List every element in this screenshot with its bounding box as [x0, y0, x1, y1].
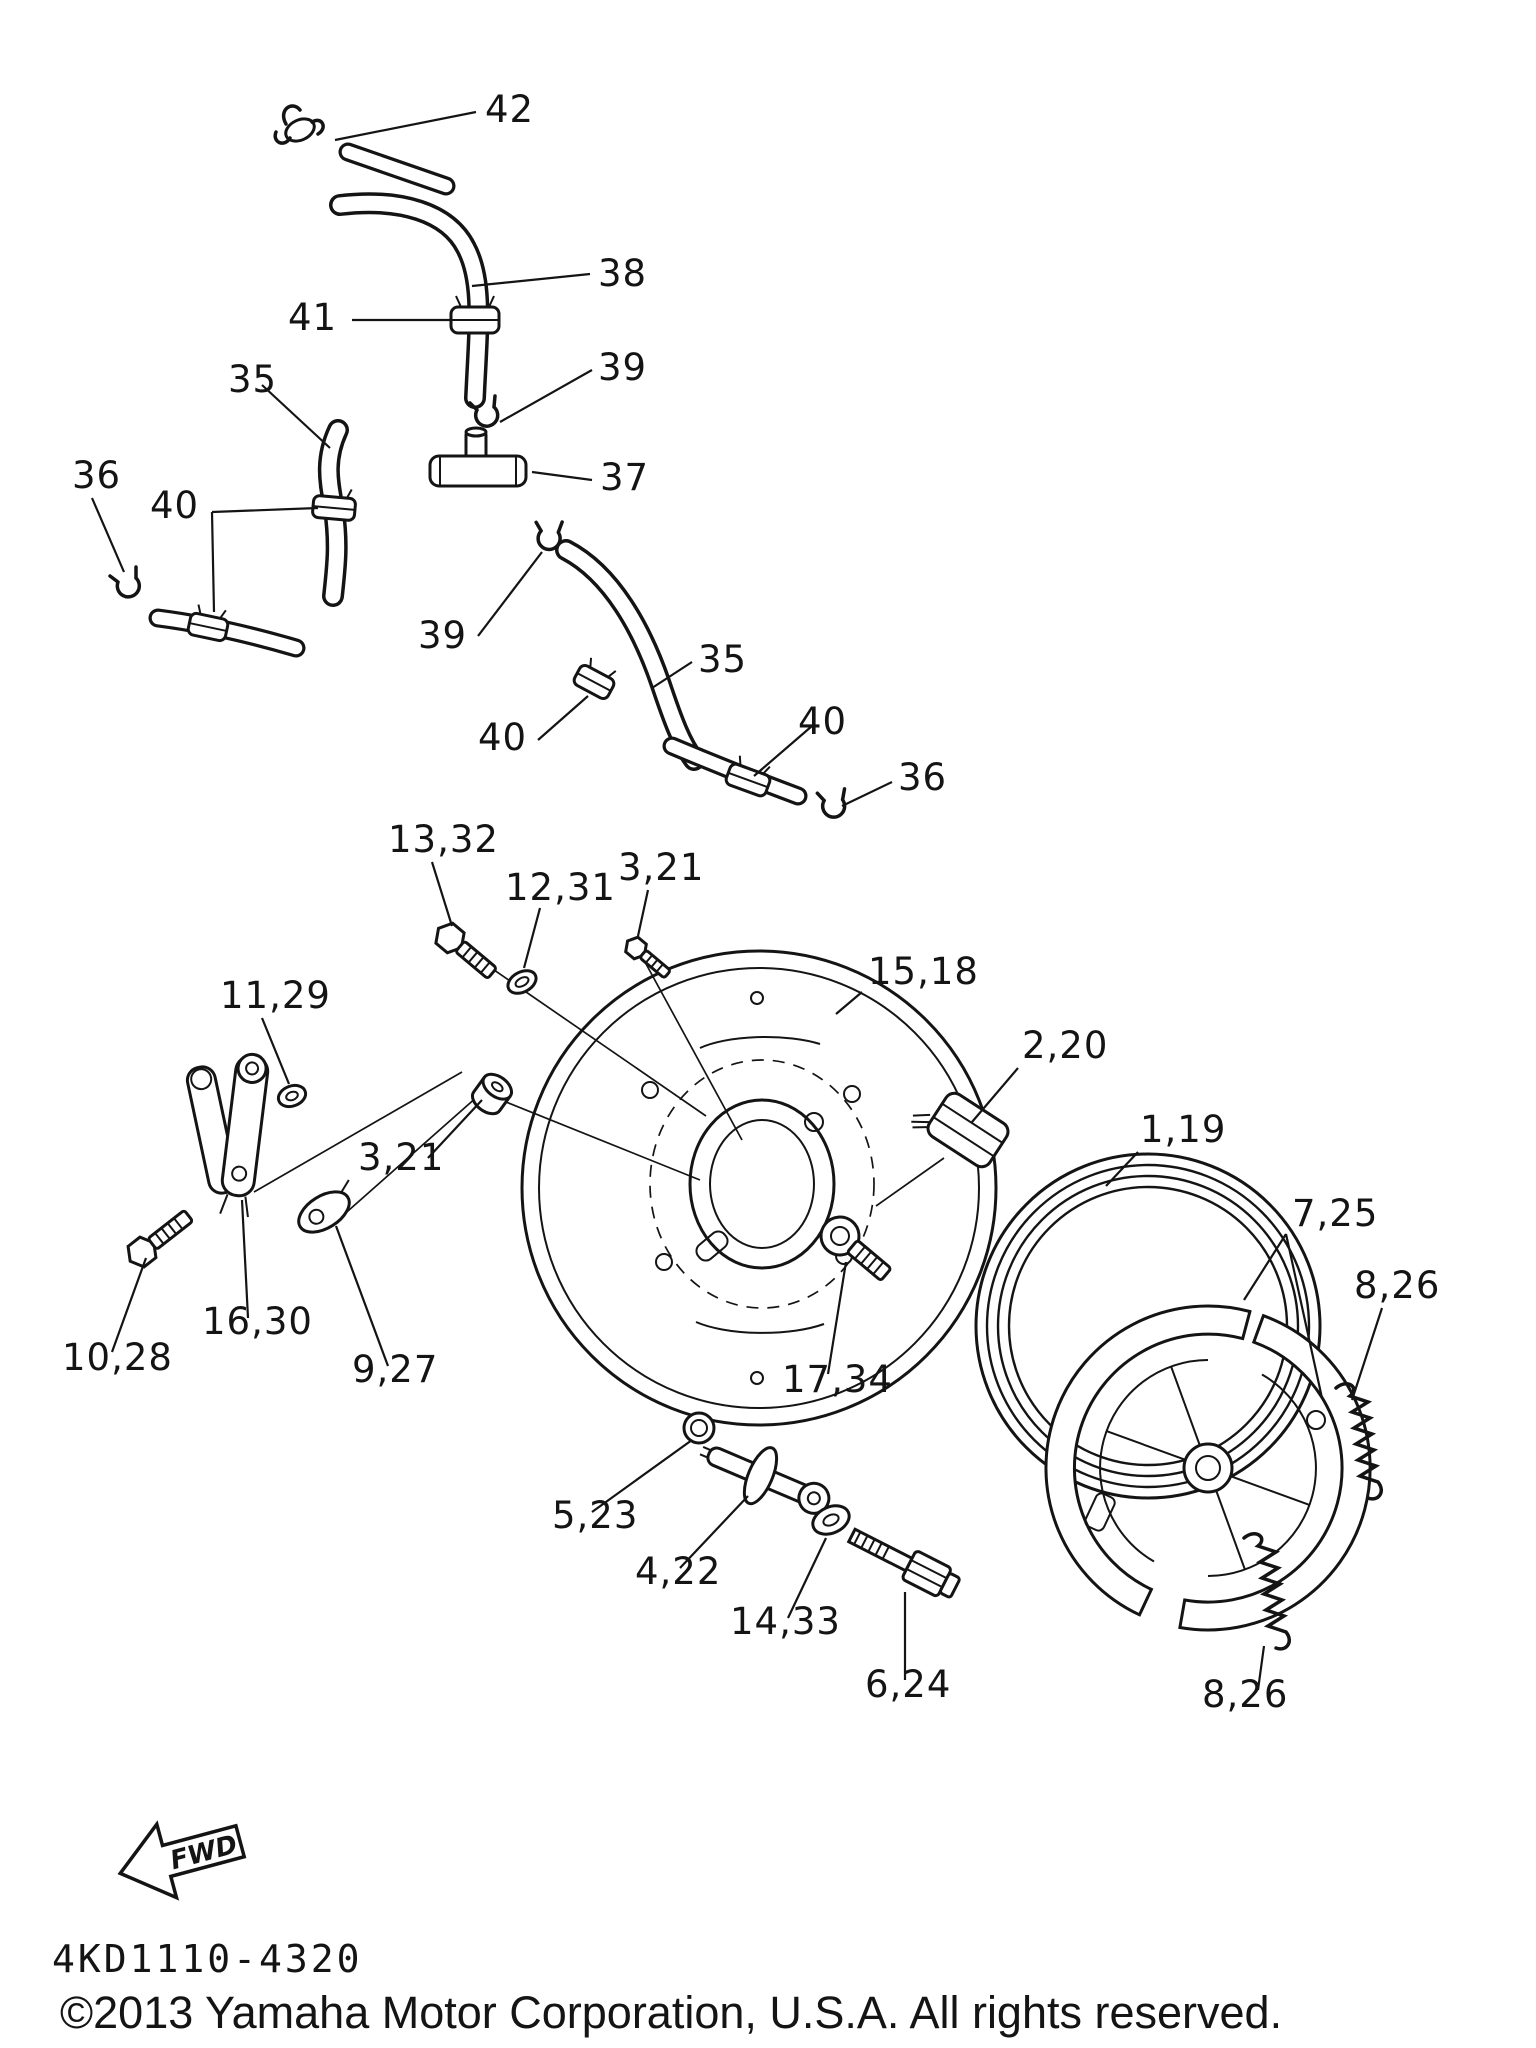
spring-8-26-lower: [1242, 1532, 1291, 1651]
part-label-42: 42: [485, 88, 534, 131]
o-ring-5-23: [682, 1411, 716, 1445]
adjuster-6-24: [846, 1527, 961, 1599]
part-label-1-19: 1,19: [1140, 1108, 1226, 1151]
part-label-36: 36: [72, 454, 121, 497]
cam-lever-16-30: [185, 1052, 270, 1218]
part-label-3-21: 3,21: [618, 846, 704, 889]
pipe-left: [148, 608, 306, 658]
hose-clamp-40-b: [186, 604, 230, 643]
part-label-9-27: 9,27: [352, 1348, 438, 1391]
part-label-13-32: 13,32: [388, 818, 499, 861]
part-label-40: 40: [798, 700, 847, 743]
part-label-35: 35: [698, 638, 747, 681]
part-label-40: 40: [478, 716, 527, 759]
bolt-10-28: [126, 1209, 194, 1269]
part-label-4-22: 4,22: [635, 1550, 721, 1593]
bolt-13-32: [434, 921, 497, 979]
part-label-3-21: 3,21: [358, 1136, 444, 1179]
hose-clamp-41: [449, 295, 501, 335]
brake-shoes-7-25: [1044, 1304, 1372, 1632]
construction-lines: [253, 951, 945, 1219]
part-label-37: 37: [600, 456, 649, 499]
part-label-11-29: 11,29: [220, 974, 331, 1017]
leader-lines: [90, 110, 1384, 1691]
copyright-text: ©2013 Yamaha Motor Corporation, U.S.A. A…: [60, 1987, 1282, 2038]
hose-clamp-40-d: [724, 755, 772, 798]
backing-plate-15-18: [520, 949, 998, 1427]
part-label-17-34: 17,34: [782, 1358, 893, 1401]
pipe-top: [338, 142, 456, 196]
part-label-8-26: 8,26: [1354, 1264, 1440, 1307]
hose-35-right: [555, 539, 705, 771]
part-label-12-31: 12,31: [505, 866, 616, 909]
hose-38: [329, 192, 490, 409]
part-label-41: 41: [288, 296, 337, 339]
part-label-36: 36: [898, 756, 947, 799]
part-label-15-18: 15,18: [868, 950, 979, 993]
bolt-3-21-upper: [624, 935, 671, 979]
grommet-3-21-lower: [471, 1072, 514, 1116]
spring-8-26-upper: [1334, 1382, 1383, 1501]
camshaft-4-22: [699, 1446, 831, 1515]
part-label-5-23: 5,23: [552, 1494, 638, 1537]
washer-14-33: [811, 1504, 851, 1536]
clip-39-upper: [468, 394, 500, 428]
bolt-17-34: [819, 1215, 892, 1281]
hose-clamp-40-a: [311, 486, 357, 522]
part-label-35: 35: [228, 358, 277, 401]
part-label-39: 39: [598, 346, 647, 389]
clip-36-left: [108, 565, 142, 599]
part-label-8-26: 8,26: [1202, 1673, 1288, 1716]
part-code: 4KD1110-4320: [52, 1937, 363, 1981]
part-label-39: 39: [418, 614, 467, 657]
part-label-2-20: 2,20: [1022, 1024, 1108, 1067]
part-label-7-25: 7,25: [1292, 1192, 1378, 1235]
part-label-16-30: 16,30: [202, 1300, 313, 1343]
part-label-6-24: 6,24: [865, 1663, 951, 1706]
part-label-38: 38: [598, 252, 647, 295]
clip-36-right: [815, 787, 847, 819]
t-connector-37: [428, 426, 528, 488]
clip-39-lower: [534, 520, 564, 552]
joint-bracket-9-27: [297, 1179, 351, 1234]
part-label-10-28: 10,28: [62, 1336, 173, 1379]
part-label-40: 40: [150, 484, 199, 527]
fwd-arrow: FWD: [117, 1820, 247, 1901]
hose-clip-42: [273, 104, 325, 145]
washer-12-31: [506, 969, 538, 995]
hose-clamp-40-c: [572, 657, 617, 701]
part-label-14-33: 14,33: [730, 1600, 841, 1643]
washer-11-29: [276, 1083, 308, 1109]
